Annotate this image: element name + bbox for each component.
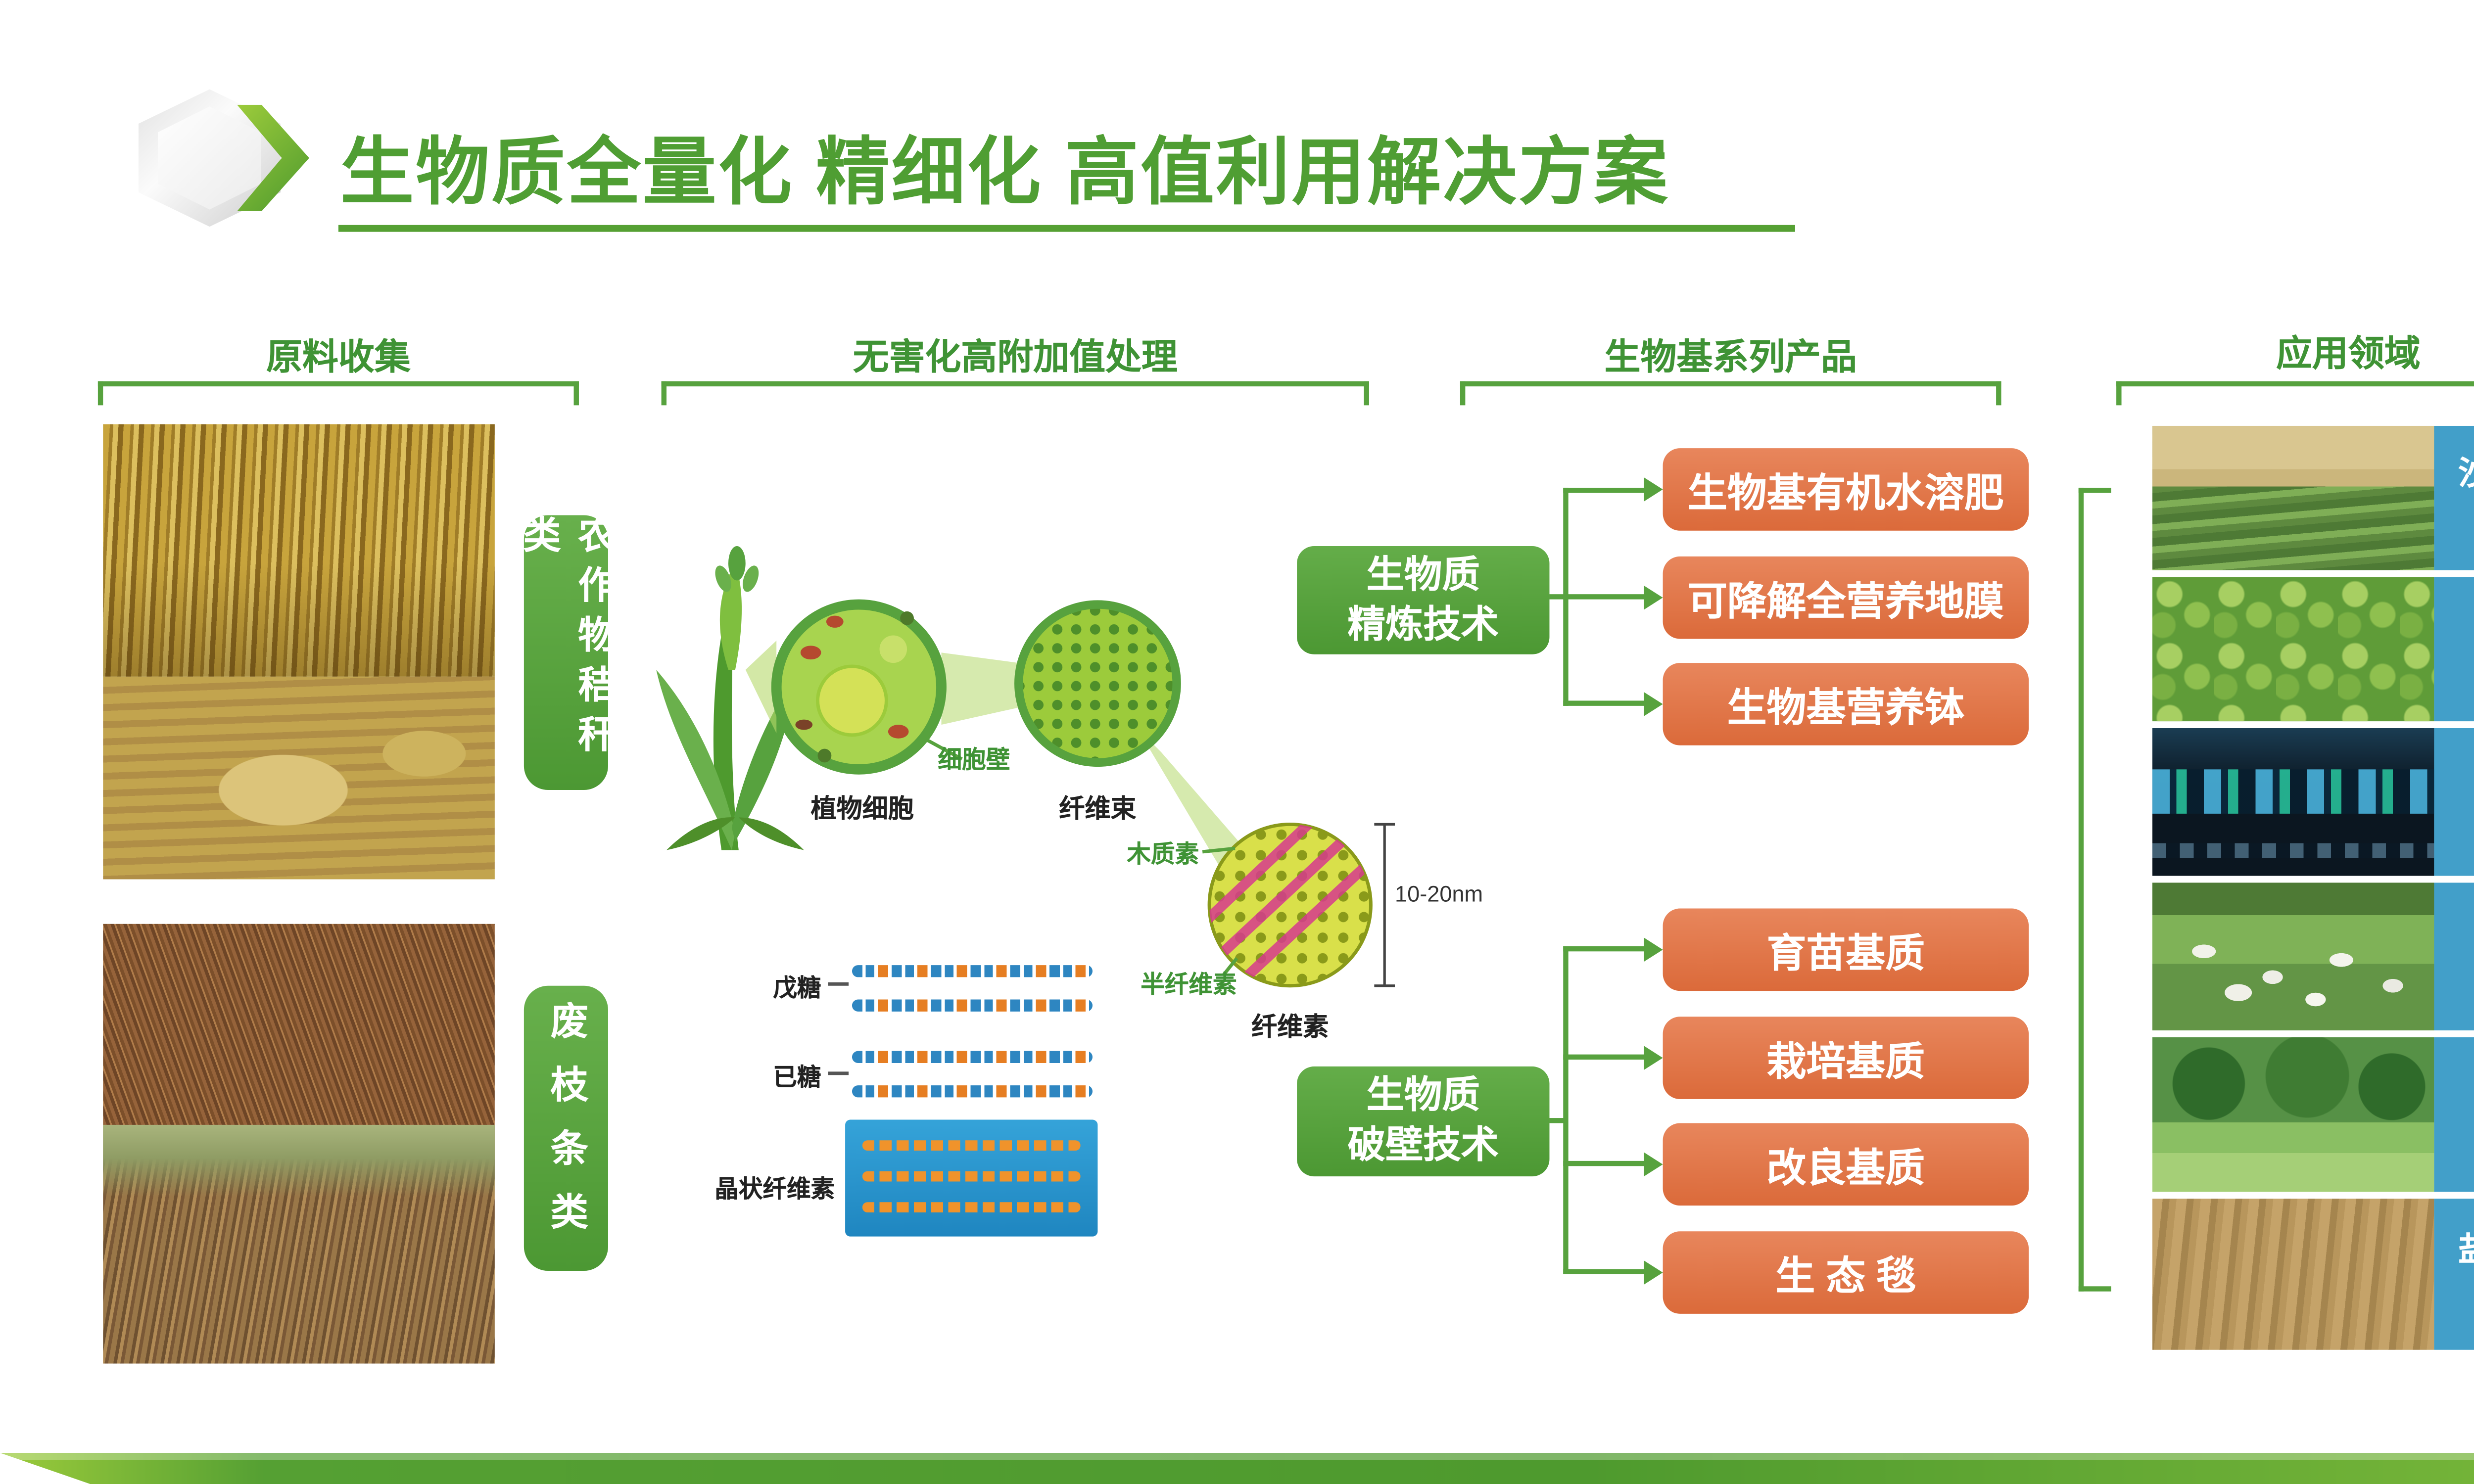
arrow-right-icon bbox=[1644, 585, 1663, 610]
cellulose-fibril-art bbox=[1207, 822, 1373, 988]
connector-breaking-trunk bbox=[1563, 946, 1569, 1275]
hemicellulose-label: 半纤维素 bbox=[1141, 970, 1237, 998]
product-degradable-nutrition-mulch: 可降解全营养地膜 bbox=[1663, 556, 2029, 639]
pentose-dash bbox=[828, 982, 849, 986]
app-photo-livestock bbox=[2152, 882, 2434, 1031]
fiber-bundle-label: 纤维束 bbox=[1059, 795, 1137, 825]
category-label-waste-branches-text: 废枝条类 bbox=[545, 1001, 589, 1255]
fiber-bundle-art bbox=[1014, 600, 1181, 767]
section-bracket-applications bbox=[2116, 381, 2474, 406]
products-applications-bracket bbox=[2078, 487, 2111, 1292]
hexose-dash bbox=[828, 1071, 849, 1075]
app-label-landscaping: 园林 绿化 bbox=[2434, 1037, 2474, 1192]
pentose-label: 戊糖 bbox=[773, 974, 821, 1002]
app-photo-saline-soil bbox=[2152, 1199, 2434, 1350]
section-bracket-products bbox=[1460, 381, 2001, 406]
processing-diagram: 植物细胞 细胞壁 纤维束 木质素 半纤维素 纤维素 10-20nm bbox=[632, 412, 1509, 1271]
photo-corn-straw bbox=[103, 424, 495, 677]
lignin-label: 木质素 bbox=[1127, 839, 1199, 868]
app-photo-agri-data bbox=[2152, 728, 2434, 876]
arrow-right-icon bbox=[1644, 1152, 1663, 1177]
crystal-chain-row bbox=[862, 1171, 1081, 1182]
app-photo-fertility bbox=[2152, 577, 2434, 722]
arrow-right-icon bbox=[1644, 692, 1663, 716]
hexose-label: 已糖 bbox=[773, 1063, 821, 1091]
category-label-crop-straw-text: 农作物秸秆类 bbox=[518, 515, 616, 764]
section-header-products: 生物基系列产品 bbox=[1604, 338, 1857, 378]
cellulose-label: 纤维素 bbox=[1251, 1013, 1329, 1043]
app-photo-desertification bbox=[2152, 425, 2434, 570]
crystalline-cellulose-diagram bbox=[845, 1119, 1098, 1237]
crystal-chain-row bbox=[862, 1202, 1081, 1213]
arrow-right-icon bbox=[1644, 1046, 1663, 1070]
photo-pruned-vines bbox=[103, 1124, 495, 1364]
page-title: 生物质全量化 精细化 高值利用解决方案 bbox=[340, 132, 1670, 215]
product-bio-based-nutrition-bowl: 生物基营养钵 bbox=[1663, 663, 2029, 745]
section-header-applications: 应用领域 bbox=[2276, 334, 2421, 374]
pentose-chain-row bbox=[852, 965, 1093, 977]
section-bracket-collection bbox=[97, 381, 579, 406]
connector-stub bbox=[1549, 1118, 1567, 1123]
arrow-right-icon bbox=[1644, 477, 1663, 502]
cell-wall-label: 细胞壁 bbox=[938, 745, 1010, 773]
product-cultivation-substrate: 栽培基质 bbox=[1663, 1017, 2029, 1099]
app-label-desertification: 沙漠化 治理 bbox=[2434, 425, 2474, 570]
plant-cell-art bbox=[771, 599, 947, 775]
app-photo-landscaping bbox=[2152, 1037, 2434, 1192]
bottom-ribbon-left-cut bbox=[0, 1453, 95, 1484]
arrow-right-icon bbox=[1644, 937, 1663, 962]
connector-branch bbox=[1563, 946, 1644, 952]
crystal-chain-row bbox=[862, 1140, 1081, 1151]
scale-label: 10-20nm bbox=[1395, 881, 1483, 907]
section-bracket-processing bbox=[661, 381, 1369, 406]
connector-branch bbox=[1563, 1054, 1644, 1060]
app-label-livestock: 畜牧 养殖 bbox=[2434, 882, 2474, 1031]
connector-branch bbox=[1563, 487, 1644, 493]
bottom-ribbon bbox=[0, 1453, 2474, 1484]
arrow-right-icon bbox=[1644, 1260, 1663, 1285]
crystalline-cellulose-label: 晶状纤维素 bbox=[714, 1174, 835, 1203]
category-label-crop-straw: 农作物秸秆类 bbox=[518, 515, 616, 790]
category-label-waste-branches: 废枝条类 bbox=[523, 985, 608, 1271]
tech-box-refining: 生物质 精炼技术 bbox=[1297, 546, 1550, 654]
connector-branch bbox=[1563, 1160, 1644, 1166]
app-label-agri-data: 农业 数据 bbox=[2434, 728, 2474, 876]
app-label-fertility: 肥力 提升 bbox=[2434, 577, 2474, 722]
photo-waste-branches bbox=[103, 924, 495, 1125]
product-organic-water-soluble-fertilizer: 生物基有机水溶肥 bbox=[1663, 448, 2029, 531]
section-header-processing: 无害化高附加值处理 bbox=[853, 338, 1178, 378]
hexose-chain-row bbox=[852, 1051, 1093, 1063]
product-improvement-substrate: 改良基质 bbox=[1663, 1123, 2029, 1206]
title-underline bbox=[338, 225, 1795, 232]
connector-branch bbox=[1563, 1269, 1644, 1275]
connector-branch bbox=[1549, 594, 1644, 600]
pentose-chain-row bbox=[852, 999, 1093, 1012]
product-seedling-substrate: 育苗基质 bbox=[1663, 908, 2029, 991]
connector-branch bbox=[1563, 700, 1644, 706]
processing-diagram-art bbox=[656, 546, 1395, 988]
plant-cell-label: 植物细胞 bbox=[810, 795, 914, 825]
section-header-collection: 原料收集 bbox=[266, 338, 411, 378]
photo-straw-bales bbox=[103, 676, 495, 880]
tech-box-wall-breaking: 生物质 破壁技术 bbox=[1297, 1066, 1550, 1177]
hexose-chain-row bbox=[852, 1085, 1093, 1098]
app-label-saline-soil: 盐碱地 改良 bbox=[2434, 1199, 2474, 1350]
product-eco-blanket: 生 态 毯 bbox=[1663, 1231, 2029, 1314]
